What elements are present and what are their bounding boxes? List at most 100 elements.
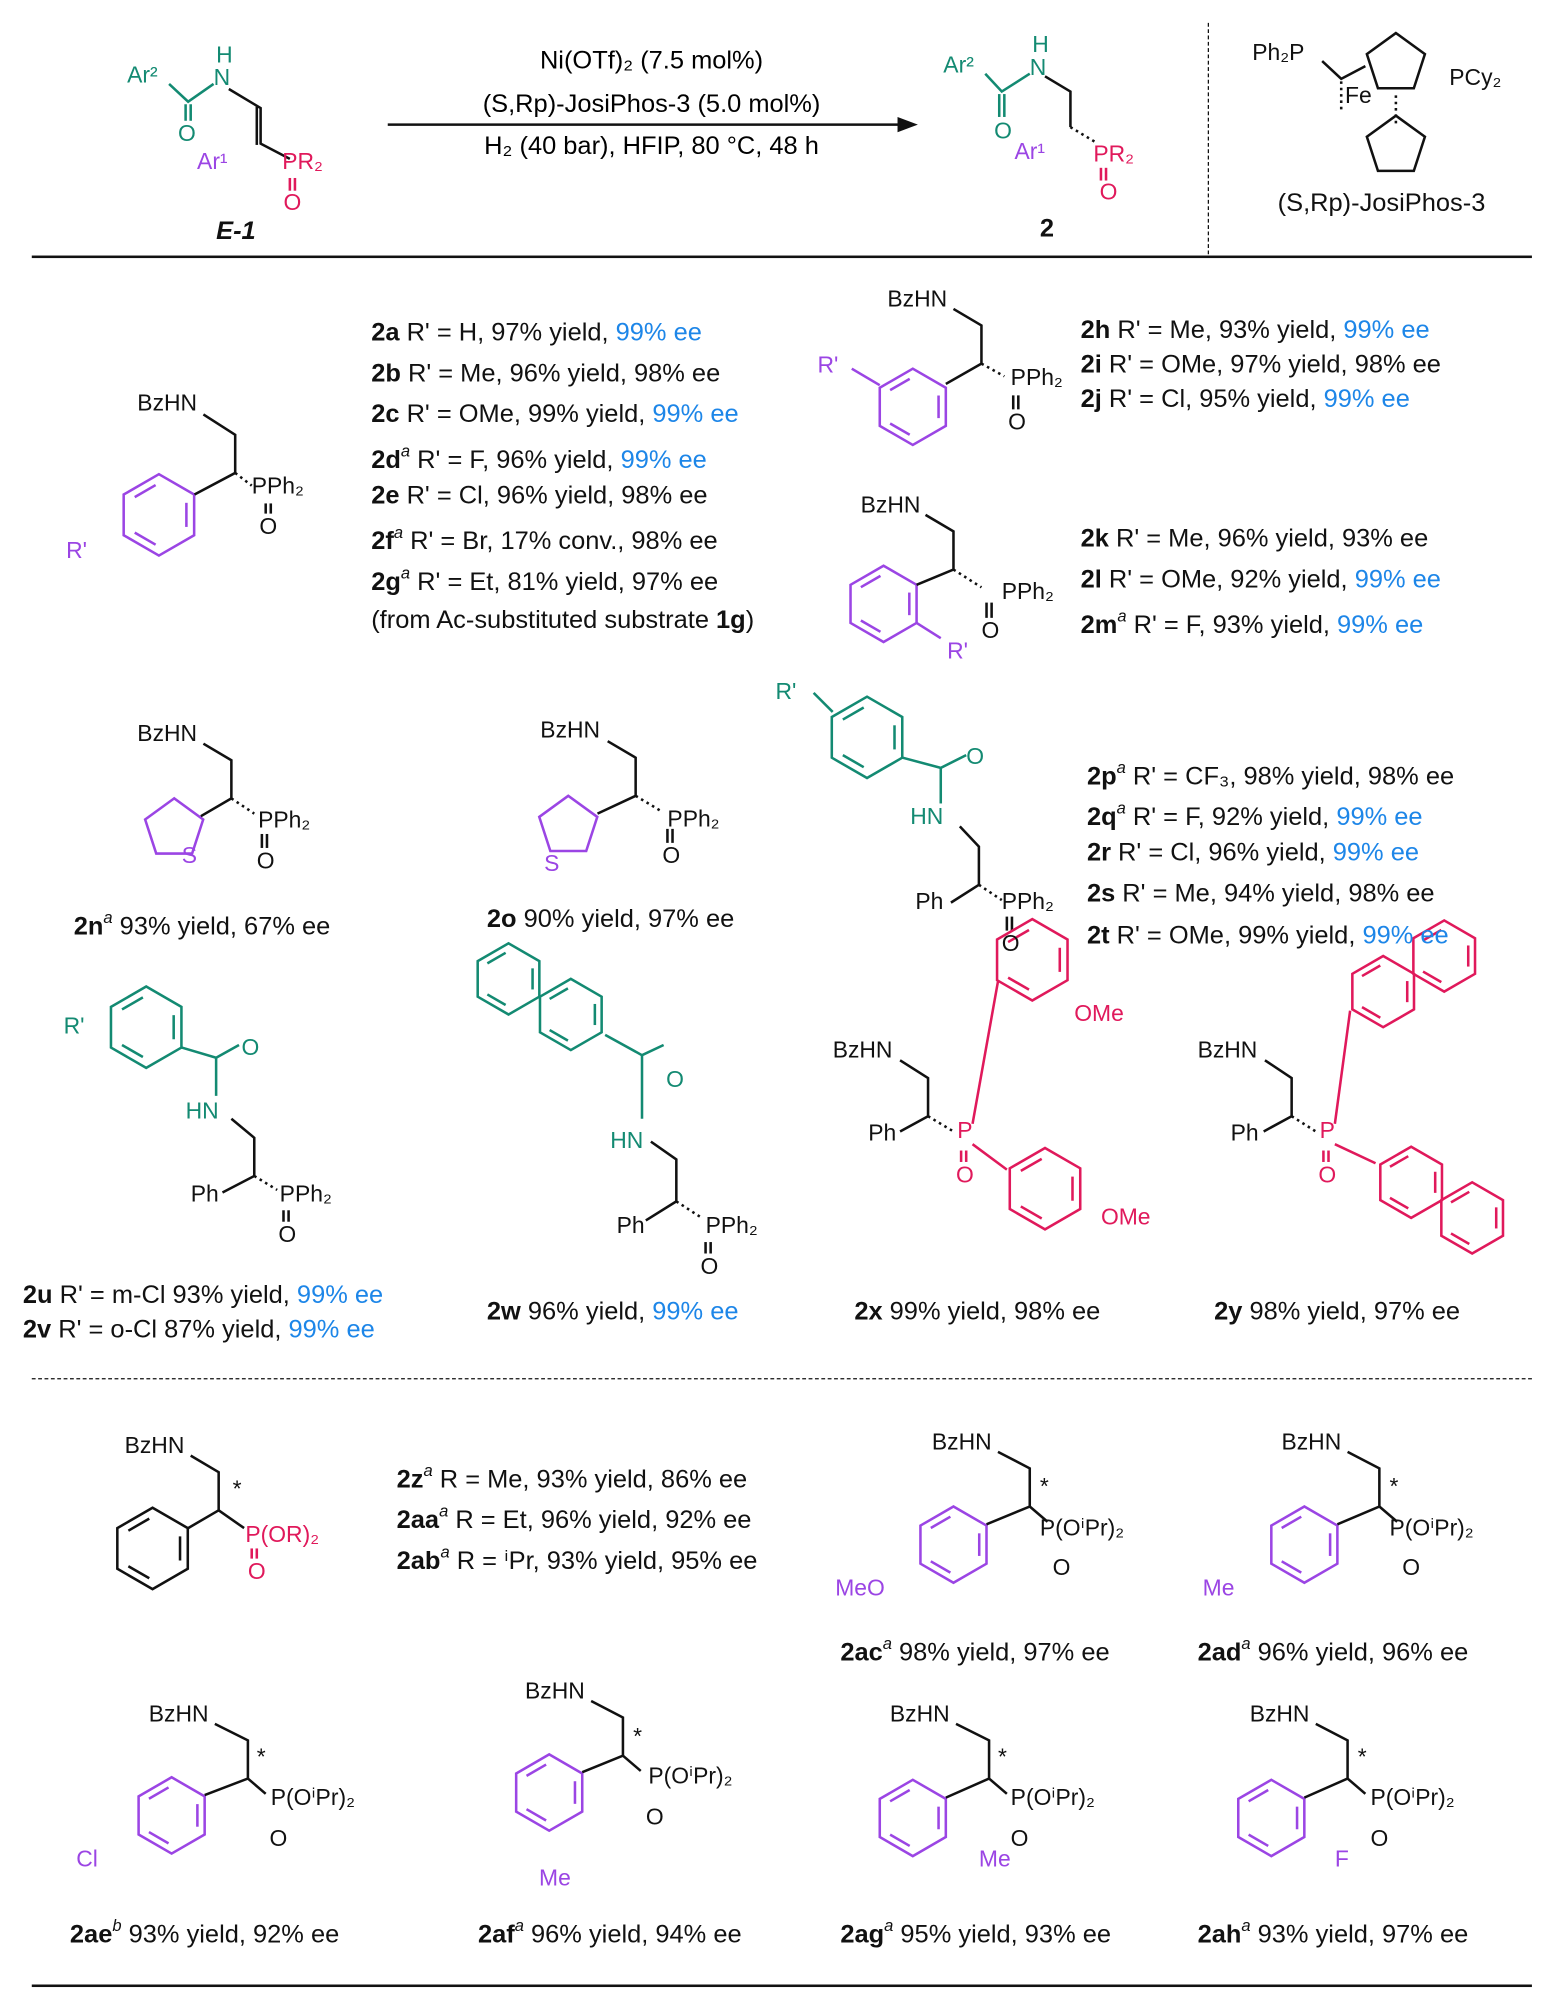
entry-description: R' = o-Cl 87% yield, [51, 1315, 289, 1344]
compound-id: 2t [1086, 921, 1110, 950]
ee-value: 96% ee [1382, 1638, 1469, 1667]
aromatic-bond [1247, 1788, 1269, 1803]
compound-id: 2l [1080, 565, 1102, 594]
compound-id: 2m [1080, 611, 1118, 640]
structure-2ae-atom: BzHN [148, 1700, 209, 1727]
structure-2ad-atom: O [1402, 1554, 1421, 1581]
structure-2u-atom: PPh₂ [279, 1181, 332, 1207]
aromatic-bond [134, 531, 157, 546]
entry-description: 96% yield, [523, 1920, 656, 1949]
ee-value: 99% ee [652, 1297, 739, 1326]
bond [986, 1450, 1032, 1526]
aromatic-bond [1422, 970, 1442, 984]
compound-id: 2b [371, 359, 401, 388]
structure-2ag-atom: P(OⁱPr)₂ [1010, 1784, 1095, 1811]
product-atom: Ar² [943, 52, 974, 78]
bond [596, 740, 637, 815]
compound-id: 2p [1086, 762, 1117, 791]
compound-entry-2s: 2s R' = Me, 94% yield, 98% ee [1087, 881, 1435, 906]
compound-entry-2y: 2y 98% yield, 97% ee [1214, 1299, 1460, 1324]
compound-entry-2r: 2r R' = Cl, 96% yield, 99% ee [1087, 840, 1419, 865]
entry-description: R' = Cl, 96% yield, [399, 481, 622, 510]
structure-2ac-atom: P(OⁱPr)₂ [1039, 1515, 1125, 1541]
bond [1044, 75, 1072, 128]
entry-description: R' = m-Cl 93% yield, [52, 1281, 297, 1310]
entry-description: 90% yield, [516, 905, 649, 934]
benzene-ring [878, 1778, 948, 1858]
structure-2ad-atom: P(OⁱPr)₂ [1389, 1515, 1474, 1541]
bond [1321, 60, 1366, 81]
aromatic-bond [525, 1763, 547, 1777]
aromatic-bond [127, 1565, 150, 1580]
bond [228, 87, 291, 161]
ee-value: 99% ee [1323, 385, 1410, 414]
product-atom: O [994, 118, 1012, 144]
compound-id: 2y [1214, 1297, 1243, 1326]
bond [971, 1143, 1008, 1171]
structure-2u-atom: HN [185, 1098, 219, 1124]
compound-entry-2x: 2x 99% yield, 98% ee [854, 1299, 1100, 1324]
entry-description: 98% yield, [891, 1638, 1024, 1667]
bond [193, 413, 237, 496]
structure-2a-atom: O [259, 513, 278, 540]
bond [675, 1200, 703, 1219]
aromatic-bond [930, 1560, 952, 1574]
ee-value: 98% ee [1014, 1297, 1101, 1326]
ee-value: 97% ee [648, 905, 735, 934]
structure-2h-atom: R' [817, 352, 839, 378]
footnote-marker: a [882, 1633, 892, 1653]
product-atom: H [1032, 31, 1049, 58]
ligand-label: (S,Rp)-JosiPhos-3 [1277, 189, 1486, 218]
compound-id: 2d [371, 446, 401, 475]
ee-value: 99% ee [1343, 316, 1430, 345]
structure-2u-atom: Ph [190, 1181, 219, 1207]
benzene-ring [919, 1505, 988, 1585]
aromatic-bond [127, 1517, 150, 1532]
aromatic-bond [1389, 1196, 1409, 1210]
substrate-atom: PR₂ [282, 148, 323, 175]
aromatic-bond [1450, 1232, 1470, 1246]
aromatic-bond [1281, 1560, 1302, 1574]
ee-value: 92% ee [252, 1920, 340, 1949]
header-divider [1207, 22, 1210, 255]
aromatic-bond [134, 483, 157, 499]
bond [187, 1454, 220, 1530]
structure-2w-atom: O [666, 1066, 684, 1093]
ee-value: 98% ee [1354, 350, 1441, 379]
compound-id: 2n [73, 912, 104, 941]
bond [253, 1174, 278, 1192]
structure-2ac-atom: BzHN [931, 1428, 992, 1455]
benzene-ring [1412, 918, 1477, 994]
compound-id: 2aa [396, 1506, 440, 1535]
structure-2x-atom: P [957, 1117, 973, 1143]
structure-2ad-atom: * [1389, 1473, 1399, 1499]
structure-2y-atom: BzHN [1197, 1037, 1258, 1063]
entry-description: 96% yield, [1250, 1638, 1383, 1667]
aromatic-bond [148, 1830, 170, 1845]
condition-catalyst: Ni(OTf)₂ (7.5 mol%) [539, 47, 764, 76]
product-atom: N [1029, 54, 1047, 81]
structure-2ag-atom: * [997, 1744, 1007, 1770]
compound-entry-2ae: 2aeb 93% yield, 92% ee [70, 1917, 339, 1948]
structure-2h-atom: BzHN [887, 286, 948, 312]
aromatic-bond [1007, 976, 1030, 991]
aromatic-bond [842, 754, 865, 769]
bond [899, 1059, 930, 1133]
aromatic-bond [121, 996, 144, 1011]
footnote-marker: a [423, 1460, 433, 1480]
structure-2x-atom: OMe [1074, 1000, 1124, 1026]
compound-id: 2a [371, 319, 400, 348]
compound-entry-2af: 2afa 96% yield, 94% ee [478, 1917, 742, 1948]
entry-description: R' = OMe, 92% yield, [1101, 565, 1355, 594]
structure-2k-atom: O [981, 617, 1000, 644]
ee-value: 99% ee [620, 446, 707, 475]
substrate-atom: Ar² [127, 62, 158, 88]
bond [204, 1722, 250, 1797]
benzene-ring [514, 1752, 584, 1833]
structure-2af-atom: Me [539, 1864, 571, 1891]
aromatic-bond [549, 987, 569, 1001]
compound-id: 2ab [396, 1547, 441, 1576]
compound-id: 2ah [1197, 1920, 1242, 1949]
ee-value: 99% ee [652, 400, 739, 429]
